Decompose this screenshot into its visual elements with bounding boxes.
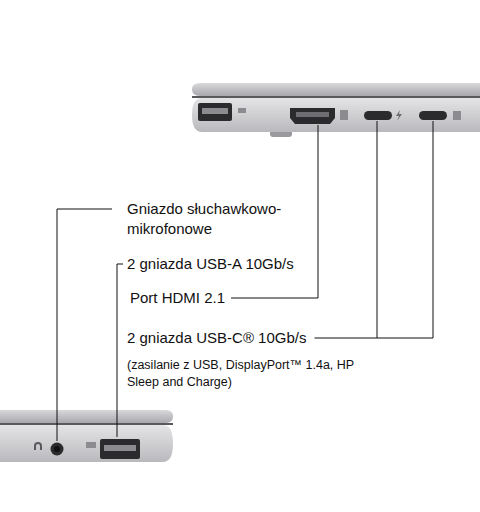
port-label: 2 gniazda USB-A 10Gb/s: [127, 254, 387, 274]
port-label: Gniazdo słuchawkowo- mikrofonowe: [127, 199, 317, 240]
leader-lines: [57, 121, 433, 441]
port-note: (zasilanie z USB, DisplayPort™ 1.4a, HP …: [127, 357, 357, 391]
laptop-right-side: [192, 83, 480, 137]
port-label: 2 gniazda USB-C® 10Gb/s: [127, 328, 387, 348]
port-label: Port HDMI 2.1: [130, 288, 330, 308]
laptop-left-side: [0, 410, 173, 462]
